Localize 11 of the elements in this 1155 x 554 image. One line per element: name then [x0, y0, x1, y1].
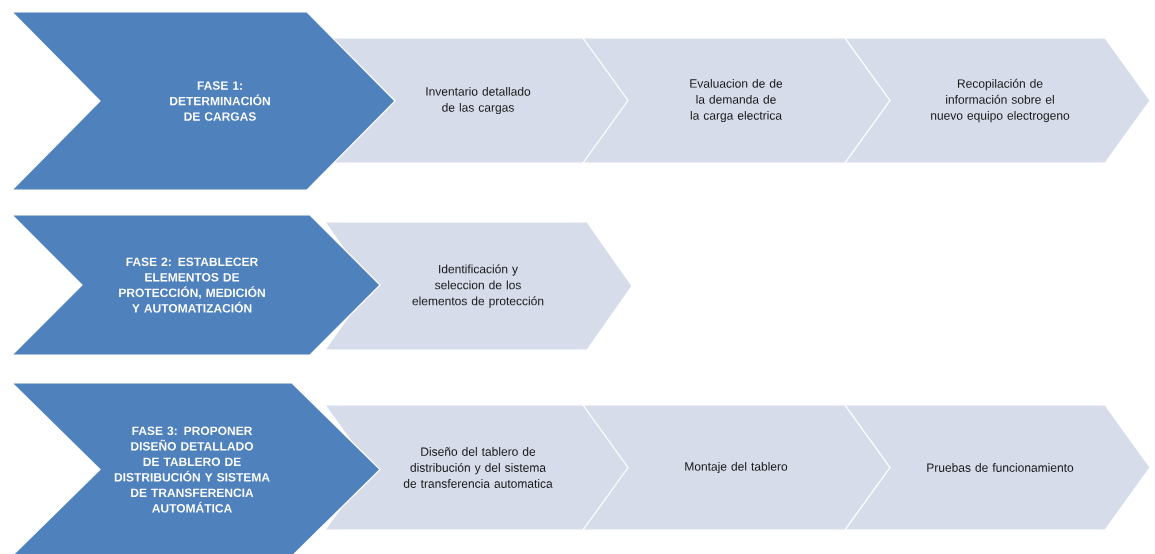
step-box: Diseño del tablero de distribución y del sistema de transferencia automatica: [323, 404, 631, 531]
phase-box: FASE 2: ESTABLECER ELEMENTOS DE PROTECCIÓN, MEDICIÓN Y AUTOMATIZACIÓN: [10, 214, 381, 356]
step-box: Evaluacion de de la demanda de la carga electrica: [581, 37, 891, 164]
phase-box: FASE 1: DETERMINACIÓN DE CARGAS: [10, 11, 396, 191]
step-box: Pruebas de funcionamiento: [843, 404, 1151, 531]
step-box: Identificación y seleccion de los elementos de protección: [323, 221, 633, 351]
step-box: Montaje del tablero: [581, 404, 891, 531]
step-box: Recopilación de información sobre el nuevo equipo electrogeno: [843, 37, 1151, 164]
phase-box: FASE 3: PROPONER DISEÑO DETALLADO DE TABLERO DE DISTRIBUCIÓN Y SISTEMA DE TRANSFERENCIA AUTOMÁTICA: [10, 382, 381, 554]
node-label: Pruebas de funcionamiento: [927, 463, 1074, 472]
node-label: Recopilación de información sobre el nuevo equipo electrogeno: [931, 78, 1070, 123]
